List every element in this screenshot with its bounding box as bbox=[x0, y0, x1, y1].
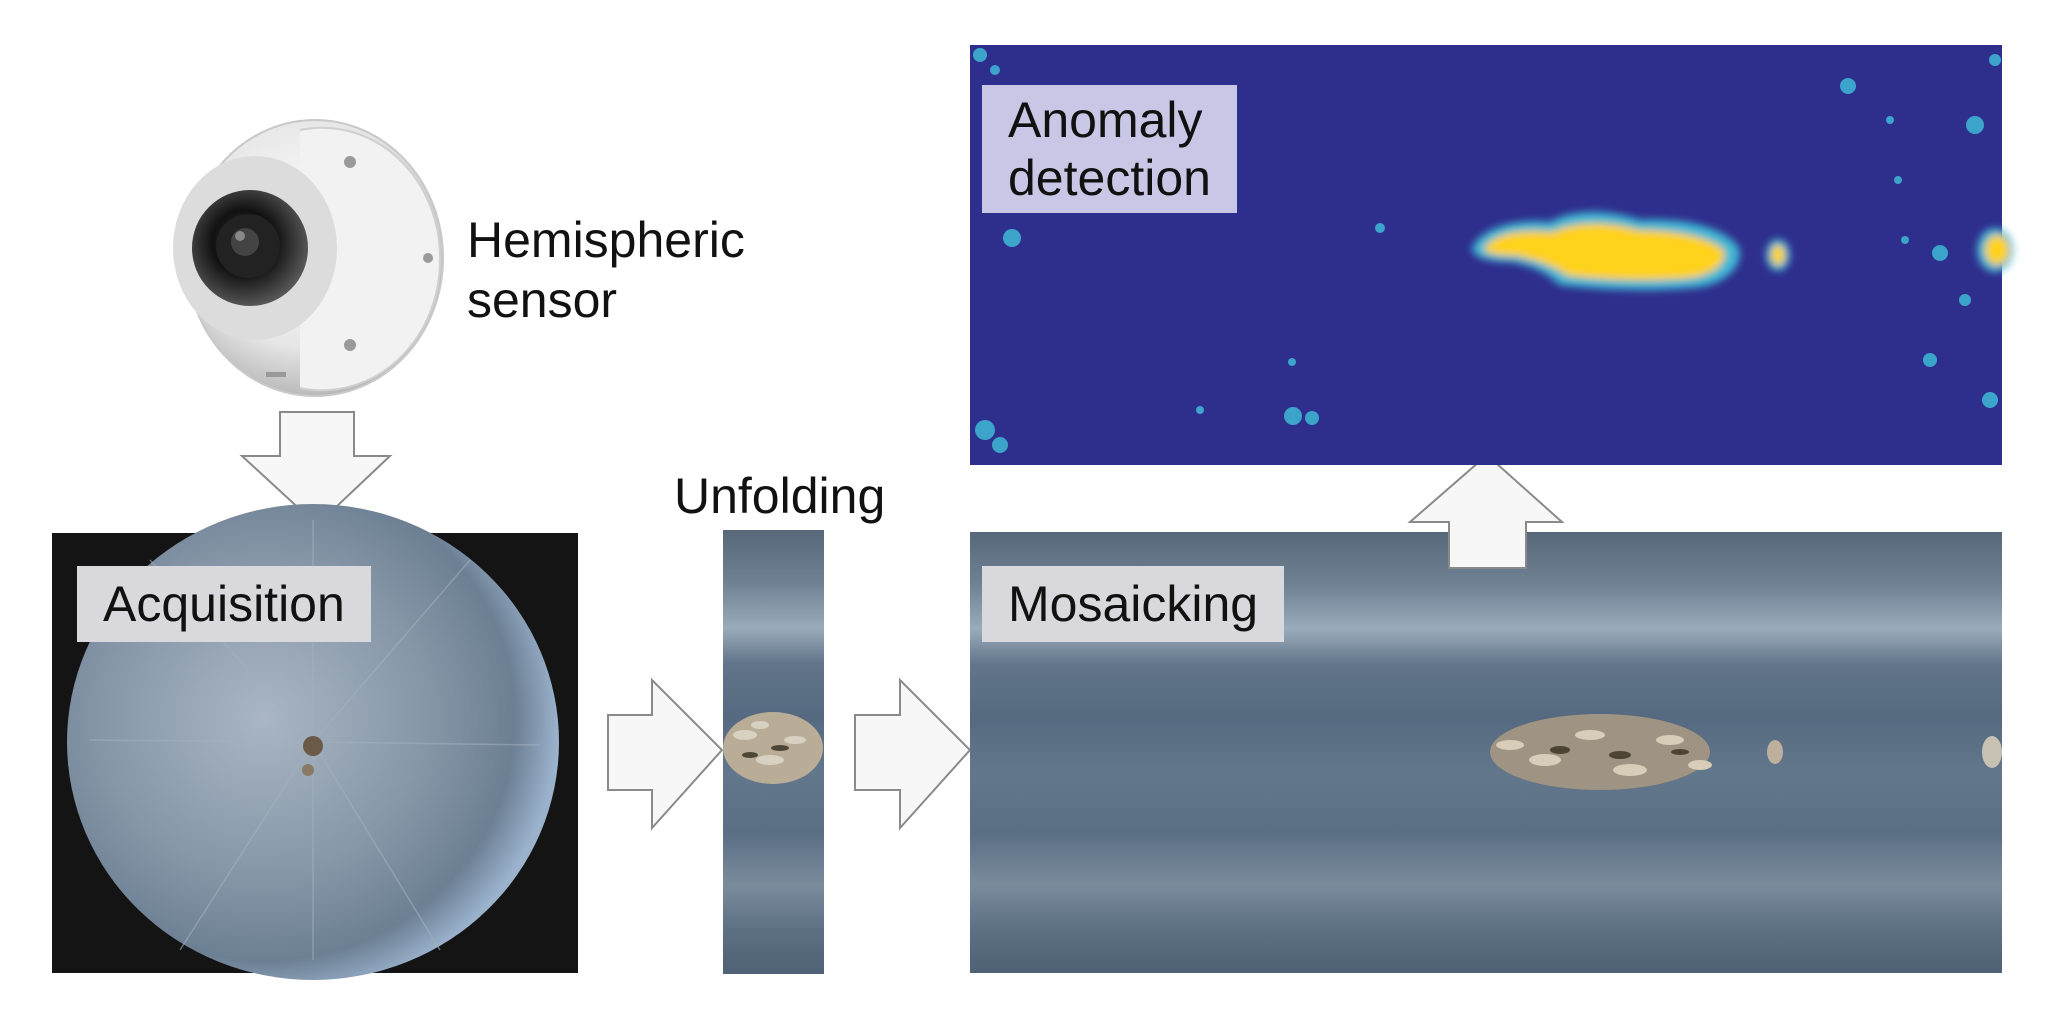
arrow-up-icon bbox=[1407, 453, 1565, 569]
arrow-right-icon bbox=[854, 677, 972, 831]
unfolded-strip-image bbox=[723, 530, 824, 974]
mosaicking-label: Mosaicking bbox=[982, 566, 1285, 642]
unfolding-label: Unfolding bbox=[674, 468, 886, 524]
acquisition-label: Acquisition bbox=[77, 566, 371, 642]
arrow-right-icon bbox=[607, 677, 724, 831]
anomaly-label-line2: detection bbox=[1008, 150, 1211, 206]
sensor-label: Hemispheric sensor bbox=[467, 210, 745, 330]
anomaly-detection-label: Anomaly detection bbox=[982, 85, 1237, 213]
camera-icon bbox=[173, 119, 444, 397]
sensor-label-line1: Hemispheric bbox=[467, 212, 745, 268]
anomaly-label-line1: Anomaly bbox=[1008, 92, 1203, 148]
arrow-down-icon bbox=[239, 411, 393, 527]
mosaicking-image bbox=[970, 532, 2002, 973]
sensor-label-line2: sensor bbox=[467, 272, 618, 328]
